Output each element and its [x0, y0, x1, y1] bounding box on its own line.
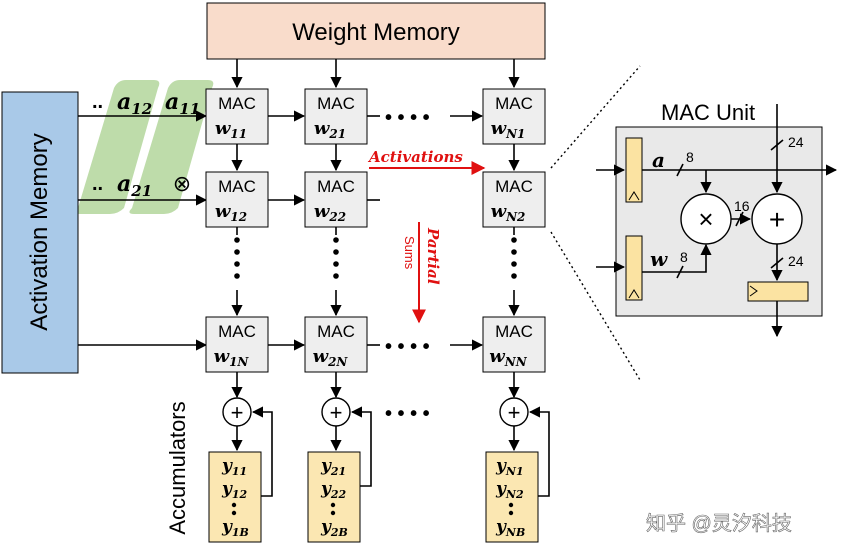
hdots-row1: • • • • [385, 107, 430, 129]
vdots-group [234, 237, 517, 279]
a11-label: a11 [165, 89, 200, 118]
mac-w11: MAC w11 [205, 88, 269, 145]
accumulator-colN: yN1 yN2 yNB [485, 451, 539, 543]
weight-memory-box [206, 2, 546, 60]
svg-text:y1B: y1B [221, 517, 249, 539]
mac-grid: MAC w11 MAC w21 MAC wN1 MAC w12 MAC w22 … [205, 88, 546, 373]
zoom-lines [550, 65, 641, 381]
bits-24-bot: 24 [788, 253, 804, 269]
svg-text:wN1: wN1 [491, 118, 526, 141]
svg-text:y12: y12 [221, 479, 248, 501]
adder-col1: + [222, 397, 252, 427]
activation-memory-label: Activation Memory [26, 133, 53, 330]
svg-text:MAC: MAC [495, 322, 533, 341]
svg-text:MAC: MAC [317, 177, 355, 196]
plus-symbol: + [769, 204, 785, 235]
weight-arrows [231, 59, 520, 89]
a12-label: a12 [117, 89, 152, 118]
watermark: 知乎 @灵汐科技 [646, 512, 792, 535]
otimes-symbol: ⊗ [173, 171, 191, 196]
svg-text:+: + [508, 400, 521, 425]
svg-text:wNN: wNN [489, 346, 527, 369]
activation-band-1 [75, 80, 160, 214]
register-w [625, 235, 643, 301]
svg-text:MAC: MAC [218, 94, 256, 113]
weight-memory-label: Weight Memory [292, 19, 460, 46]
svg-text:MAC: MAC [317, 94, 355, 113]
svg-text:w21: w21 [314, 118, 346, 141]
accumulator-arrows [231, 406, 550, 497]
mac-unit-detail: MAC Unit a 8 w 8 × + 16 [596, 100, 838, 338]
svg-text:+: + [231, 400, 244, 425]
mac-w22: MAC w22 [304, 171, 368, 228]
adder-col2: + [321, 397, 351, 427]
sums-label: Sums [402, 236, 417, 270]
vertical-arrows [231, 144, 520, 317]
mac-unit-title: MAC Unit [661, 100, 755, 125]
activation-band-2 [129, 80, 214, 214]
svg-text:yN2: yN2 [495, 479, 524, 501]
mac-unit-w-label: w [650, 247, 668, 271]
row2-dots: .. [92, 173, 103, 195]
svg-text:w11: w11 [215, 118, 247, 141]
times-symbol: × [698, 204, 713, 234]
svg-text:MAC: MAC [218, 177, 256, 196]
activation-arrows [78, 110, 208, 351]
svg-text:w2N: w2N [313, 346, 349, 369]
bits-a: 8 [686, 149, 694, 165]
bits-16: 16 [734, 198, 750, 214]
register-out [747, 281, 809, 302]
svg-text:y21: y21 [320, 456, 346, 478]
mac-w12: MAC w12 [205, 171, 269, 228]
adder-colN: + [499, 397, 529, 427]
activations-label: Activations [367, 148, 463, 166]
svg-text:MAC: MAC [495, 177, 533, 196]
svg-text:y2B: y2B [320, 517, 348, 539]
hdots-accum: • • • • [385, 403, 430, 425]
horizontal-arrows [268, 110, 484, 351]
partial-label: Partial [424, 227, 442, 285]
bits-24-top: 24 [788, 134, 804, 150]
svg-text:MAC: MAC [218, 322, 256, 341]
accumulator-col2: y21 y22 y2B [307, 451, 361, 543]
svg-text:yN1: yN1 [495, 456, 524, 478]
activation-band-group [75, 80, 214, 214]
mac-wN2: MAC wN2 [482, 171, 546, 228]
mac-unit-a-label: a [652, 148, 665, 172]
mac-w21: MAC w21 [304, 88, 368, 145]
mac-w1N: MAC w1N [205, 316, 269, 373]
row1-dots: .. [92, 91, 103, 113]
mac-wN1: MAC wN1 [482, 88, 546, 145]
svg-text:+: + [330, 400, 343, 425]
svg-text:MAC: MAC [495, 94, 533, 113]
svg-text:MAC: MAC [317, 322, 355, 341]
hdots-rowN: • • • • [385, 336, 430, 358]
accumulator-col1: y11 y12 y1B [208, 451, 262, 543]
mac-wNN: MAC wNN [482, 316, 546, 373]
svg-text:wN2: wN2 [491, 201, 526, 224]
svg-text:w22: w22 [314, 201, 346, 224]
svg-text:yNB: yNB [495, 517, 525, 539]
a21-label: a21 [117, 171, 152, 200]
svg-text:y22: y22 [320, 479, 347, 501]
activation-memory-box [1, 91, 79, 374]
mac-w2N: MAC w2N [304, 316, 368, 373]
bits-w: 8 [680, 249, 688, 265]
adder-input-arrows [231, 372, 520, 399]
svg-text:y11: y11 [221, 456, 247, 478]
svg-text:w12: w12 [215, 201, 247, 224]
accumulators-label: Accumulators [165, 401, 190, 534]
svg-text:w1N: w1N [214, 346, 250, 369]
